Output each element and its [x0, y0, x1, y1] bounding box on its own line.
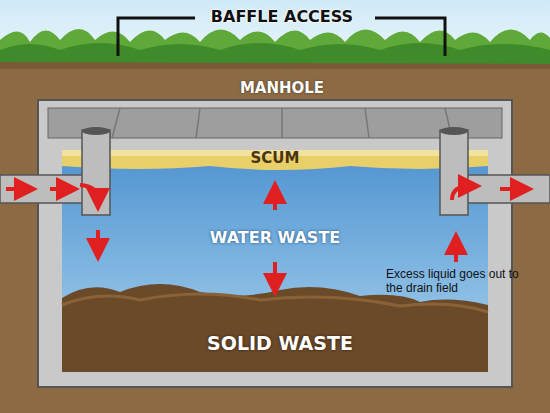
- manhole-label: MANHOLE: [240, 80, 324, 97]
- water-waste-label: WATER WASTE: [210, 229, 340, 247]
- drain-field-note: Excess liquid goes out to the drain fiel…: [386, 268, 526, 296]
- baffle-access-label: BAFFLE ACCESS: [211, 8, 353, 26]
- scum-label: SCUM: [251, 150, 300, 167]
- solid-waste-label: SOLID WASTE: [207, 333, 353, 355]
